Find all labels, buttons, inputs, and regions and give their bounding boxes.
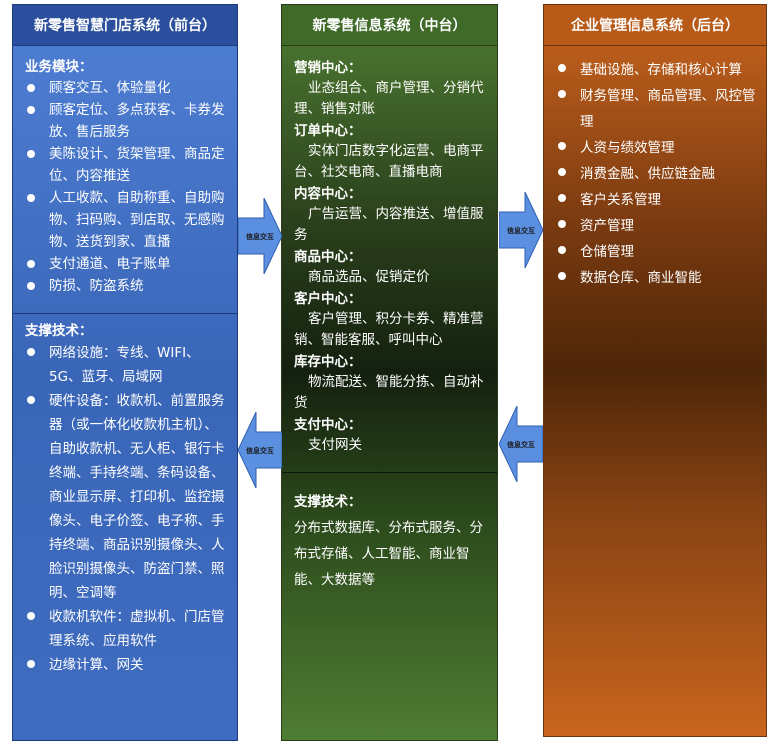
list-item: 客户关系管理 <box>556 187 760 213</box>
list-item: 人工收款、自助称重、自助购物、扫码购、到店取、无感购物、送货到家、直播 <box>25 187 231 253</box>
back-panel: 企业管理信息系统（后台） 基础设施、存储和核心计算 财务管理、商品管理、风控管理… <box>543 4 767 737</box>
middle-section-inventory: 库存中心： 物流配送、智能分拣、自动补货 <box>294 352 489 414</box>
list-item: 数据仓库、商业智能 <box>556 265 760 291</box>
arrow-front-to-middle: 信息交互 <box>238 198 282 274</box>
list-item: 收款机软件：虚拟机、门店管理系统、应用软件 <box>25 605 231 653</box>
list-item: 边缘计算、网关 <box>25 653 231 677</box>
middle-tech-body: 分布式数据库、分布式服务、分布式存储、人工智能、商业智能、大数据等 <box>294 520 483 588</box>
middle-section-content: 内容中心： 广告运营、内容推送、增值服务 <box>294 184 489 246</box>
list-item: 基础设施、存储和核心计算 <box>556 57 760 83</box>
middle-section-customer: 客户中心： 客户管理、积分卡券、精准营销、智能客服、呼叫中心 <box>294 289 489 351</box>
middle-section-order: 订单中心： 实体门店数字化运营、电商平台、社交电商、直播电商 <box>294 121 489 183</box>
middle-tech-heading: 支撑技术： <box>294 494 362 510</box>
section-body: 支付网关 <box>308 437 362 453</box>
front-tech-list: 网络设施：专线、WIFI、5G、蓝牙、局域网 硬件设备：收款机、前置服务器（或一… <box>25 341 231 677</box>
list-item: 仓储管理 <box>556 239 760 265</box>
list-item: 人资与绩效管理 <box>556 135 760 161</box>
list-item: 支付通道、电子账单 <box>25 253 231 275</box>
middle-section-marketing: 营销中心： 业态组合、商户管理、分销代理、销售对账 <box>294 58 489 120</box>
front-business-list: 顾客交互、体验量化 顾客定位、多点获客、卡券发放、售后服务 美陈设计、货架管理、… <box>25 77 231 297</box>
section-heading: 内容中心： <box>294 186 362 202</box>
section-body: 业态组合、商户管理、分销代理、销售对账 <box>294 80 484 117</box>
section-heading: 客户中心： <box>294 291 362 307</box>
list-item: 财务管理、商品管理、风控管理 <box>556 83 760 135</box>
list-item: 硬件设备：收款机、前置服务器（或一体化收款机主机）、自助收款机、无人柜、银行卡终… <box>25 389 231 605</box>
list-item: 防损、防盗系统 <box>25 275 231 297</box>
middle-section-product: 商品中心： 商品选品、促销定价 <box>294 247 489 288</box>
list-item: 顾客交互、体验量化 <box>25 77 231 99</box>
arrow-label: 信息交互 <box>246 233 274 241</box>
right-arrow-icon <box>238 198 282 274</box>
section-body: 商品选品、促销定价 <box>308 269 430 285</box>
middle-panel-title: 新零售信息系统（中台） <box>282 5 497 46</box>
right-arrow-icon <box>499 192 543 268</box>
arrow-label: 信息交互 <box>507 227 535 235</box>
list-item: 资产管理 <box>556 213 760 239</box>
arrow-middle-to-back: 信息交互 <box>499 192 543 268</box>
section-heading: 订单中心： <box>294 123 362 139</box>
section-body: 客户管理、积分卡券、精准营销、智能客服、呼叫中心 <box>294 311 484 348</box>
middle-divider <box>282 472 497 473</box>
arrow-label: 信息交互 <box>507 441 535 449</box>
list-item: 美陈设计、货架管理、商品定位、内容推送 <box>25 143 231 187</box>
left-arrow-icon <box>238 412 282 488</box>
front-panel: 新零售智慧门店系统（前台） 业务模块： 顾客交互、体验量化 顾客定位、多点获客、… <box>12 4 238 741</box>
section-heading: 库存中心： <box>294 354 362 370</box>
section-heading: 商品中心： <box>294 249 362 265</box>
middle-centers-block: 营销中心： 业态组合、商户管理、分销代理、销售对账 订单中心： 实体门店数字化运… <box>282 57 497 456</box>
back-panel-title: 企业管理信息系统（后台） <box>544 5 766 46</box>
front-business-heading: 业务模块： <box>25 59 93 75</box>
section-body: 广告运营、内容推送、增值服务 <box>294 206 484 243</box>
list-item: 消费金融、供应链金融 <box>556 161 760 187</box>
arrow-label: 信息交互 <box>246 447 274 455</box>
section-body: 物流配送、智能分拣、自动补货 <box>294 374 484 411</box>
front-tech-block: 支撑技术： 网络设施：专线、WIFI、5G、蓝牙、局域网 硬件设备：收款机、前置… <box>13 321 237 677</box>
front-tech-heading: 支撑技术： <box>25 323 93 339</box>
front-divider <box>13 313 237 314</box>
list-item: 顾客定位、多点获客、卡券发放、售后服务 <box>25 99 231 143</box>
back-list: 基础设施、存储和核心计算 财务管理、商品管理、风控管理 人资与绩效管理 消费金融… <box>556 57 760 291</box>
arrow-back-to-middle: 信息交互 <box>499 406 543 482</box>
middle-panel: 新零售信息系统（中台） 营销中心： 业态组合、商户管理、分销代理、销售对账 订单… <box>281 4 498 741</box>
section-heading: 营销中心： <box>294 60 362 76</box>
list-item: 网络设施：专线、WIFI、5G、蓝牙、局域网 <box>25 341 231 389</box>
front-panel-title: 新零售智慧门店系统（前台） <box>13 5 237 46</box>
middle-tech-block: 支撑技术： 分布式数据库、分布式服务、分布式存储、人工智能、商业智能、大数据等 <box>282 489 497 593</box>
back-items-block: 基础设施、存储和核心计算 财务管理、商品管理、风控管理 人资与绩效管理 消费金融… <box>544 57 766 291</box>
middle-section-payment: 支付中心： 支付网关 <box>294 415 489 456</box>
section-heading: 支付中心： <box>294 417 362 433</box>
section-body: 实体门店数字化运营、电商平台、社交电商、直播电商 <box>294 143 484 180</box>
front-business-block: 业务模块： 顾客交互、体验量化 顾客定位、多点获客、卡券发放、售后服务 美陈设计… <box>13 57 237 297</box>
arrow-middle-to-front: 信息交互 <box>238 412 282 488</box>
left-arrow-icon <box>499 406 543 482</box>
